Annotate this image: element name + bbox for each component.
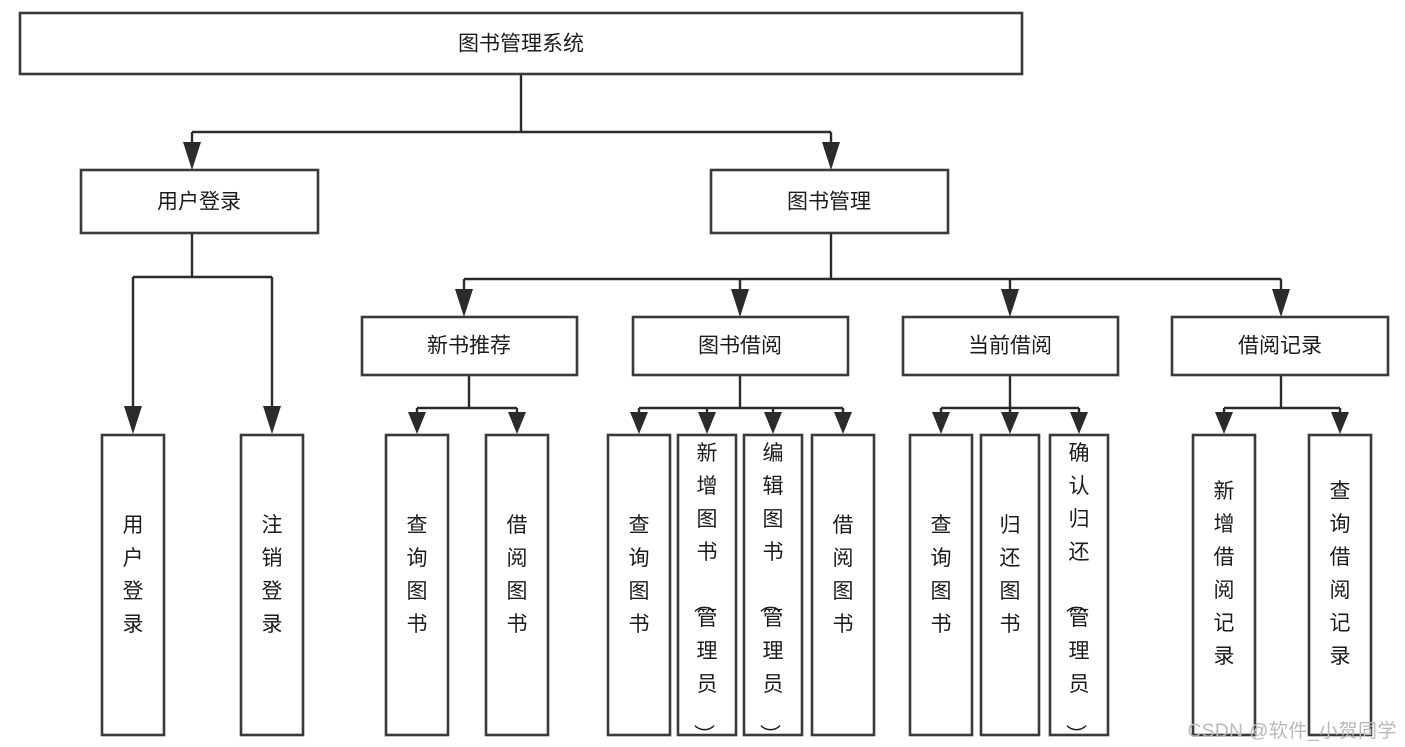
arrow-leaf-query-book-2 [630,412,648,434]
node-root-label: 图书管理系统 [458,33,584,56]
node-leaf-query-book-2-box[interactable] [606,433,672,737]
node-leaf-query-book-1-label: 查询图书 [407,514,428,636]
node-leaf-query-record-box[interactable] [1307,433,1373,737]
edge-current-borrow-to-leaves [932,375,1088,434]
node-leaf-logout-login[interactable]: 注销登录 [239,433,305,737]
node-leaf-add-record-box[interactable] [1191,433,1257,737]
arrow-current-borrow [1001,289,1019,317]
node-leaf-return-book[interactable]: 归还图书 [979,433,1041,737]
node-borrow-record-box[interactable] [1170,315,1390,377]
node-leaf-confirm-return-box[interactable] [1048,433,1110,737]
arrow-leaf-borrow-book-2 [834,412,852,434]
node-leaf-confirm-return[interactable]: 确认归还（管理员） [1048,433,1110,745]
node-new-book-recommend-label: 新书推荐 [427,335,511,358]
edge-root-to-level2 [183,74,840,170]
arrow-borrow-record [1272,289,1290,317]
node-leaf-borrow-book-2-box[interactable] [810,433,876,737]
edge-book-borrow-to-leaves [630,375,852,434]
node-leaf-borrow-book-1[interactable]: 借阅图书 [484,433,550,737]
node-leaf-borrow-book-2[interactable]: 借阅图书 [810,433,876,737]
node-leaf-add-record-label: 新增借阅记录 [1214,480,1235,668]
node-new-book-recommend[interactable]: 新书推荐 [360,315,579,377]
edge-borrow-record-to-leaves [1215,375,1349,434]
node-book-borrow[interactable]: 图书借阅 [631,315,850,377]
arrow-leaf-confirm-return [1070,412,1088,434]
arrow-leaf-query-record [1331,412,1349,434]
node-leaf-query-book-3-box[interactable] [908,433,974,737]
node-leaf-confirm-return-label: 确认归还（管理员） [1064,442,1090,745]
node-root-box[interactable] [18,11,1024,76]
node-leaf-query-book-3[interactable]: 查询图书 [908,433,974,737]
edge-book-management-to-level3 [455,233,1290,317]
node-leaf-return-book-label: 归还图书 [1000,514,1021,636]
node-book-borrow-label: 图书借阅 [698,335,782,358]
node-leaf-user-login-label: 用户登录 [123,514,144,636]
node-leaf-query-record[interactable]: 查询借阅记录 [1307,433,1373,737]
node-current-borrow-box[interactable] [901,315,1120,377]
node-leaf-borrow-book-2-label: 借阅图书 [833,514,854,636]
arrow-leaf-borrow-book-1 [508,412,526,434]
node-leaf-add-record[interactable]: 新增借阅记录 [1191,433,1257,737]
node-leaf-logout-login-box[interactable] [239,433,305,737]
node-current-borrow-label: 当前借阅 [968,335,1052,358]
node-leaf-edit-book-label: 编辑图书（管理员） [758,442,784,745]
node-borrow-record[interactable]: 借阅记录 [1170,315,1390,377]
node-book-borrow-box[interactable] [631,315,850,377]
node-leaf-query-book-3-label: 查询图书 [931,514,952,636]
node-leaf-add-book[interactable]: 新增图书（管理员） [676,433,738,745]
node-leaf-query-book-2-label: 查询图书 [629,514,650,636]
node-user-login-label: 用户登录 [157,191,241,214]
node-leaf-query-book-1-box[interactable] [384,433,450,737]
node-leaf-query-book-2[interactable]: 查询图书 [606,433,672,737]
node-leaf-query-record-label: 查询借阅记录 [1330,480,1351,668]
node-leaf-add-book-box[interactable] [676,433,738,737]
node-borrow-record-label: 借阅记录 [1238,335,1322,358]
arrow-new-book-recommend [455,289,473,317]
node-leaf-edit-book[interactable]: 编辑图书（管理员） [742,433,804,745]
node-book-management-label: 图书管理 [787,191,871,214]
edge-new-book-to-leaves [408,375,526,434]
arrow-leaf-query-book-1 [408,412,426,434]
arrow-leaf-logout [263,406,281,434]
node-book-management-box[interactable] [709,168,950,235]
node-root-system[interactable]: 图书管理系统 [18,11,1024,76]
node-user-login-box[interactable] [79,168,320,235]
arrow-book-management [822,142,840,170]
node-leaf-query-book-1[interactable]: 查询图书 [384,433,450,737]
arrow-leaf-user-login [124,406,142,434]
arrow-book-borrow [731,289,749,317]
arrow-leaf-add-record [1215,412,1233,434]
arrow-leaf-add-book [698,412,716,434]
node-current-borrow[interactable]: 当前借阅 [901,315,1120,377]
node-user-login[interactable]: 用户登录 [79,168,320,235]
node-leaf-borrow-book-1-box[interactable] [484,433,550,737]
node-leaf-edit-book-box[interactable] [742,433,804,737]
node-book-management[interactable]: 图书管理 [709,168,950,235]
arrow-leaf-return-book [1001,412,1019,434]
node-new-book-recommend-box[interactable] [360,315,579,377]
node-leaf-return-book-box[interactable] [979,433,1041,737]
arrow-leaf-query-book-3 [932,412,950,434]
node-leaf-add-book-label: 新增图书（管理员） [692,442,718,745]
node-leaf-borrow-book-1-label: 借阅图书 [507,514,528,636]
node-leaf-user-login[interactable]: 用户登录 [100,433,166,737]
arrow-user-login [183,142,201,170]
node-leaf-logout-login-label: 注销登录 [262,514,283,636]
node-leaf-user-login-box[interactable] [100,433,166,737]
edge-user-login-to-leaves [124,233,281,434]
arrow-leaf-edit-book [764,412,782,434]
